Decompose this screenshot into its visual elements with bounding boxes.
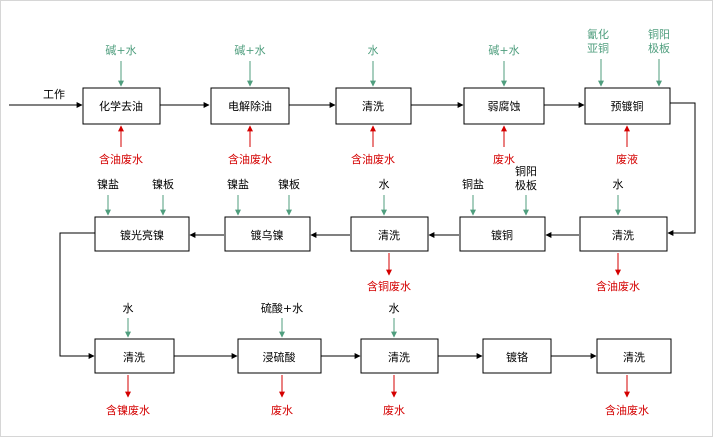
step-rinse-6: 清洗 <box>596 338 672 374</box>
svg-text:电解除油: 电解除油 <box>228 99 272 113</box>
step-chrome-plating: 镀铬 <box>482 338 552 374</box>
step-rinse-5: 清洗 <box>360 338 439 374</box>
output-label: 废液 <box>616 152 638 166</box>
step-bright-nickel-plating: 镀光亮镍 <box>94 216 190 252</box>
output-label: 废水 <box>271 403 293 417</box>
input-label: 水 <box>389 302 400 315</box>
svg-text:镀铜: 镀铜 <box>491 228 513 242</box>
output-label: 含油废水 <box>99 152 143 166</box>
input-label: 碱+水 <box>105 44 136 57</box>
svg-text:清洗: 清洗 <box>623 351 645 364</box>
step-electrolytic-degreasing: 电解除油 <box>210 87 290 125</box>
input-label: 硫酸+水 <box>261 301 303 315</box>
svg-text:化学去油: 化学去油 <box>99 99 143 113</box>
input-label: 镍板 <box>278 177 300 191</box>
step-black-nickel-plating: 镀乌镍 <box>224 216 311 252</box>
svg-text:镀乌镍: 镀乌镍 <box>251 228 284 242</box>
output-label: 含油废水 <box>351 152 395 166</box>
start-label: 工作 <box>43 88 65 101</box>
svg-text:清洗: 清洗 <box>388 351 410 364</box>
input-label: 水 <box>123 302 134 315</box>
svg-text:预镀铜: 预镀铜 <box>611 99 644 113</box>
input-label: 水 <box>379 178 390 191</box>
input-label: 镍盐 <box>97 177 119 191</box>
step-rinse-1: 清洗 <box>335 87 412 125</box>
step-rinse-3: 清洗 <box>579 216 668 252</box>
output-label: 含油废水 <box>228 152 272 166</box>
step-pre-copper-plating: 预镀铜 <box>584 87 671 125</box>
input-label: 亚铜 <box>587 41 609 55</box>
output-label: 含油废水 <box>596 279 640 293</box>
input-label: 极板 <box>648 41 670 55</box>
svg-text:浸硫酸: 浸硫酸 <box>263 350 296 364</box>
input-label: 镍盐 <box>227 177 249 191</box>
svg-text:清洗: 清洗 <box>378 229 400 242</box>
svg-text:清洗: 清洗 <box>362 100 384 113</box>
input-label: 铜阳 <box>515 164 537 178</box>
output-label: 含油废水 <box>605 403 649 417</box>
input-label: 镍板 <box>152 177 174 191</box>
step-rinse-4: 清洗 <box>94 338 175 374</box>
input-label: 铜阳 <box>648 27 670 41</box>
step-rinse-2: 清洗 <box>350 216 429 252</box>
svg-text:镀铬: 镀铬 <box>506 350 528 364</box>
input-label: 碱+水 <box>234 44 265 57</box>
output-label: 含铜废水 <box>367 279 411 293</box>
output-label: 含镍废水 <box>106 403 150 417</box>
step-copper-plating: 镀铜 <box>459 216 546 252</box>
input-label: 水 <box>368 44 379 57</box>
step-chemical-degreasing: 化学去油 <box>82 87 161 125</box>
input-label: 极板 <box>515 178 537 192</box>
output-label: 废水 <box>493 152 515 166</box>
input-label: 碱+水 <box>488 44 519 57</box>
svg-text:弱腐蚀: 弱腐蚀 <box>488 99 521 113</box>
step-weak-etch: 弱腐蚀 <box>463 87 545 125</box>
step-sulfuric-dip: 浸硫酸 <box>237 338 322 374</box>
input-label: 水 <box>613 178 624 191</box>
svg-text:清洗: 清洗 <box>123 351 145 364</box>
input-label: 铜盐 <box>462 177 484 191</box>
svg-text:清洗: 清洗 <box>612 229 634 242</box>
svg-text:镀光亮镍: 镀光亮镍 <box>120 228 164 242</box>
output-label: 废水 <box>383 403 405 417</box>
input-label: 氰化 <box>587 27 609 41</box>
